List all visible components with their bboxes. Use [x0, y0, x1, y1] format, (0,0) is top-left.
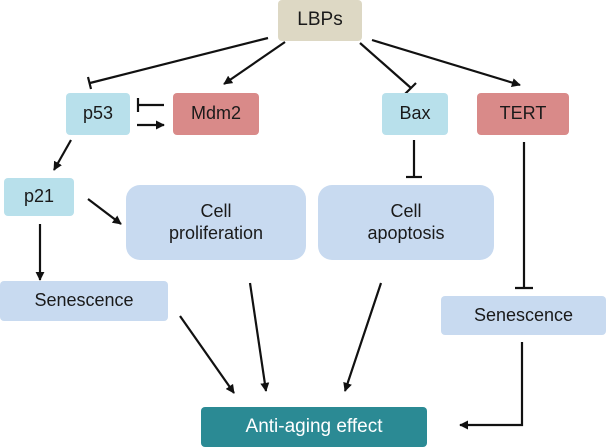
node-cell-apoptosis: Cell apoptosis — [318, 185, 494, 260]
edge-lbps-bax — [359, 42, 412, 89]
node-p53: p53 — [66, 93, 130, 135]
node-cell-proliferation-line1: Cell — [200, 200, 232, 221]
node-anti-aging-effect: Anti-aging effect — [201, 407, 427, 447]
edge-apoptosis-antiaging — [343, 282, 383, 392]
node-tert-label: TERT — [499, 103, 547, 124]
node-mdm2-label: Mdm2 — [190, 103, 241, 124]
edge-proliferation-antiaging — [248, 282, 270, 392]
node-bax: Bax — [382, 93, 448, 135]
edge-lbps-mdm2 — [223, 41, 286, 85]
edge-senescence-right-antiaging — [459, 342, 524, 430]
node-cell-proliferation-line2: proliferation — [168, 222, 264, 243]
edge-lbps-tert — [371, 38, 521, 87]
node-senescence-right: Senescence — [441, 296, 606, 335]
node-tert: TERT — [477, 93, 569, 135]
node-cell-apoptosis-line2: apoptosis — [367, 222, 445, 243]
node-p21-label: p21 — [23, 186, 55, 207]
node-lbps: LBPs — [278, 0, 362, 41]
node-cell-proliferation: Cell proliferation — [126, 185, 306, 260]
node-p53-label: p53 — [82, 103, 114, 124]
edge-senescence-left-antiaging — [179, 315, 235, 394]
node-lbps-label: LBPs — [297, 9, 343, 31]
node-anti-aging-effect-label: Anti-aging effect — [245, 415, 383, 437]
node-p21: p21 — [4, 178, 74, 216]
edge-lbps-p53-bar — [86, 76, 93, 90]
node-bax-label: Bax — [399, 103, 431, 124]
edge-lbps-p53 — [89, 36, 269, 85]
node-senescence-left: Senescence — [0, 281, 168, 321]
node-mdm2: Mdm2 — [173, 93, 259, 135]
node-senescence-right-label: Senescence — [473, 304, 574, 325]
node-senescence-left-label: Senescence — [34, 290, 134, 311]
node-cell-apoptosis-line1: Cell — [390, 200, 422, 221]
edge-p53-p21 — [53, 139, 72, 171]
edge-p21-proliferation — [87, 198, 122, 225]
